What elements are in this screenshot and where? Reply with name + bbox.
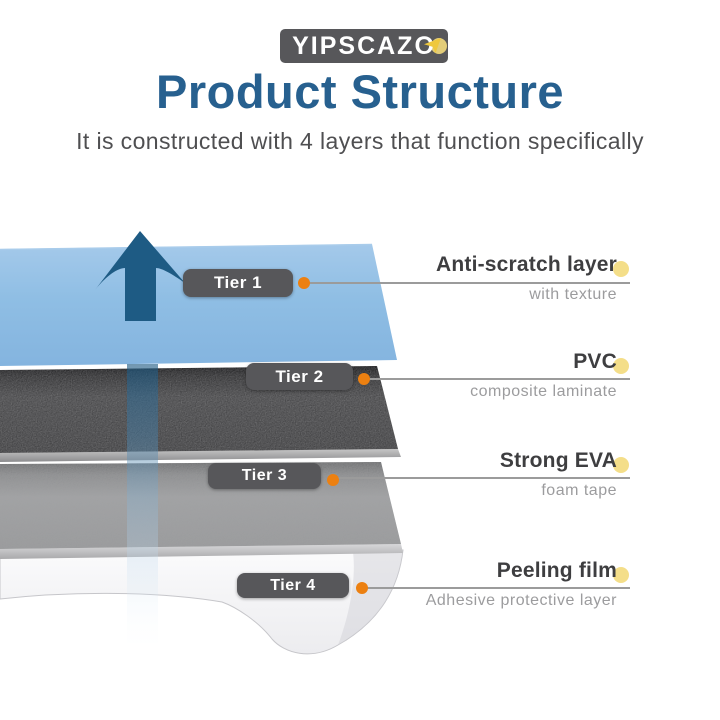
- logo-text: YIPSCAZO: [292, 32, 436, 60]
- connector-line-3: [337, 477, 630, 479]
- callout-subtext: composite laminate: [470, 383, 617, 400]
- callout-subtext: foam tape: [541, 482, 617, 499]
- tier-2-badge: Tier 2: [246, 363, 353, 390]
- arrow-band: [127, 364, 158, 643]
- callout-subtext: Adhesive protective layer: [425, 592, 617, 609]
- callout-eva: Strong EVA foam tape: [300, 448, 630, 500]
- callout-pvc: PVC composite laminate: [300, 349, 630, 401]
- layer-anti-scratch: [0, 243, 397, 366]
- highlight-dot: [613, 567, 629, 583]
- callout-heading: Anti-scratch layer: [300, 252, 630, 278]
- callout-heading-text: Strong EVA: [499, 449, 617, 472]
- connector-line-4: [366, 587, 630, 589]
- connector-line-1: [306, 282, 630, 284]
- callout-heading: Strong EVA: [300, 448, 630, 474]
- brand-logo: YIPSCAZO: [280, 29, 448, 63]
- arrow-up-icon: [95, 231, 185, 321]
- connector-dot-1: [298, 277, 310, 289]
- connector-dot-2: [358, 373, 370, 385]
- page-title: Product Structure: [155, 65, 565, 118]
- callout-heading-text: Peeling film: [496, 559, 617, 582]
- highlight-dot: [613, 457, 629, 473]
- callout-subtext: with texture: [529, 286, 617, 303]
- page-subtitle: It is constructed with 4 layers that fun…: [76, 128, 644, 154]
- connector-line-2: [368, 378, 630, 380]
- callout-heading-text: PVC: [573, 350, 617, 373]
- callout-heading: PVC: [300, 349, 630, 375]
- callout-peeling-film: Peeling film Adhesive protective layer: [300, 558, 630, 610]
- callout-anti-scratch: Anti-scratch layer with texture: [300, 252, 630, 304]
- tier-4-badge: Tier 4: [237, 573, 349, 598]
- highlight-dot: [613, 261, 629, 277]
- tier-3-badge: Tier 3: [208, 463, 321, 489]
- callout-heading-text: Anti-scratch layer: [435, 253, 617, 276]
- highlight-dot: [613, 358, 629, 374]
- connector-dot-3: [327, 474, 339, 486]
- connector-dot-4: [356, 582, 368, 594]
- callout-heading: Peeling film: [300, 558, 630, 584]
- tier-1-badge: Tier 1: [183, 269, 293, 297]
